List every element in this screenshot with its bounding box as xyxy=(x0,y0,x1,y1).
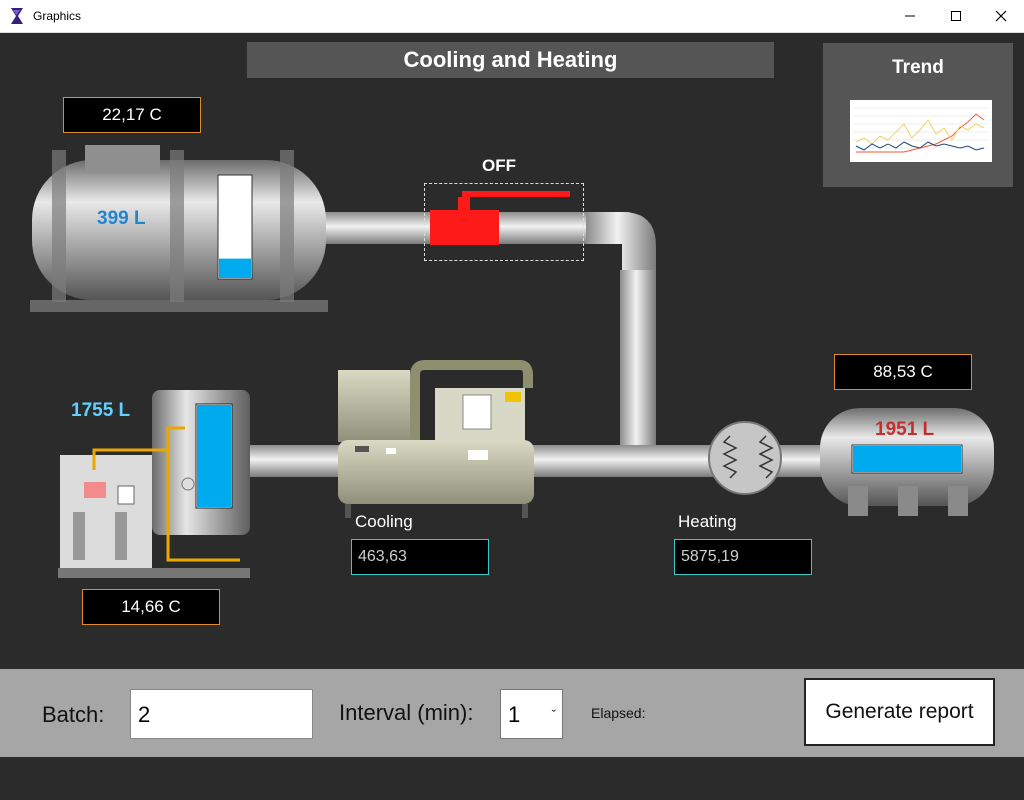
top-tank xyxy=(30,145,328,312)
top-tank-temperature: 22,17 C xyxy=(63,97,201,133)
valve-state-label: OFF xyxy=(482,156,516,175)
pipe-vertical xyxy=(620,270,656,455)
right-tank-level-fill xyxy=(853,446,961,472)
generate-report-button[interactable]: Generate report xyxy=(804,678,995,746)
minimize-button[interactable] xyxy=(887,0,933,32)
pipe-elbow xyxy=(586,212,656,270)
maximize-icon xyxy=(951,11,961,21)
interval-select[interactable]: 1 ˇ xyxy=(500,689,563,739)
left-tank-volume: 1755 L xyxy=(71,400,131,421)
trend-button[interactable]: Trend xyxy=(823,43,1013,187)
footer-strip xyxy=(0,757,1024,800)
cooling-label: Cooling xyxy=(355,512,413,531)
title-bar: Graphics xyxy=(0,0,1024,33)
heat-exchanger-icon xyxy=(708,421,782,495)
right-tank-temperature: 88,53 C xyxy=(834,354,972,390)
batch-label: Batch: xyxy=(42,702,105,727)
interval-label: Interval (min): xyxy=(339,700,474,725)
valve-selection[interactable] xyxy=(424,183,584,261)
batch-input[interactable]: 2 xyxy=(130,689,313,739)
top-tank-volume: 399 L xyxy=(97,208,146,229)
trend-chart-icon xyxy=(850,100,992,162)
window-title: Graphics xyxy=(33,9,82,23)
top-tank-level-fill xyxy=(219,258,251,278)
heating-value: 5875,19 xyxy=(674,539,812,575)
app-logo-icon xyxy=(11,8,23,24)
maximize-button[interactable] xyxy=(933,0,979,32)
right-tank xyxy=(820,408,994,516)
trend-title: Trend xyxy=(892,57,944,78)
left-tank-temperature: 14,66 C xyxy=(82,589,220,625)
close-icon xyxy=(995,10,1007,22)
interval-value: 1 xyxy=(508,702,521,727)
right-tank-volume: 1951 L xyxy=(875,419,935,440)
chevron-down-icon: ˇ xyxy=(551,707,556,722)
elapsed-label: Elapsed: xyxy=(591,705,646,721)
page-title: Cooling and Heating xyxy=(247,42,774,78)
left-tank-level-fill xyxy=(197,405,231,507)
process-diagram xyxy=(30,145,994,578)
left-tank xyxy=(58,390,250,578)
chiller-unit xyxy=(338,360,534,518)
close-button[interactable] xyxy=(978,0,1024,32)
valve-icon xyxy=(430,191,570,245)
cooling-value: 463,63 xyxy=(351,539,489,575)
minimize-icon xyxy=(905,15,915,17)
heating-label: Heating xyxy=(678,512,737,531)
